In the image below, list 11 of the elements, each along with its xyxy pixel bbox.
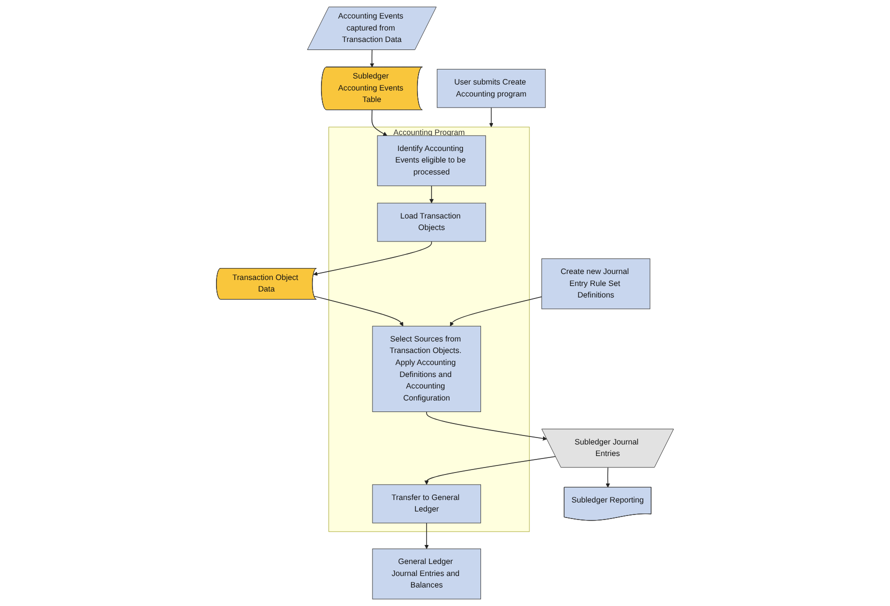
arrow (424, 456, 556, 485)
arrow (372, 110, 388, 136)
arrow (314, 296, 404, 326)
arrow (313, 241, 432, 276)
arrow (450, 296, 542, 326)
arrow (606, 467, 610, 488)
arrow (424, 522, 429, 550)
arrow (429, 185, 434, 204)
arrow (489, 107, 494, 128)
arrow (370, 50, 374, 68)
arrow (426, 411, 548, 441)
